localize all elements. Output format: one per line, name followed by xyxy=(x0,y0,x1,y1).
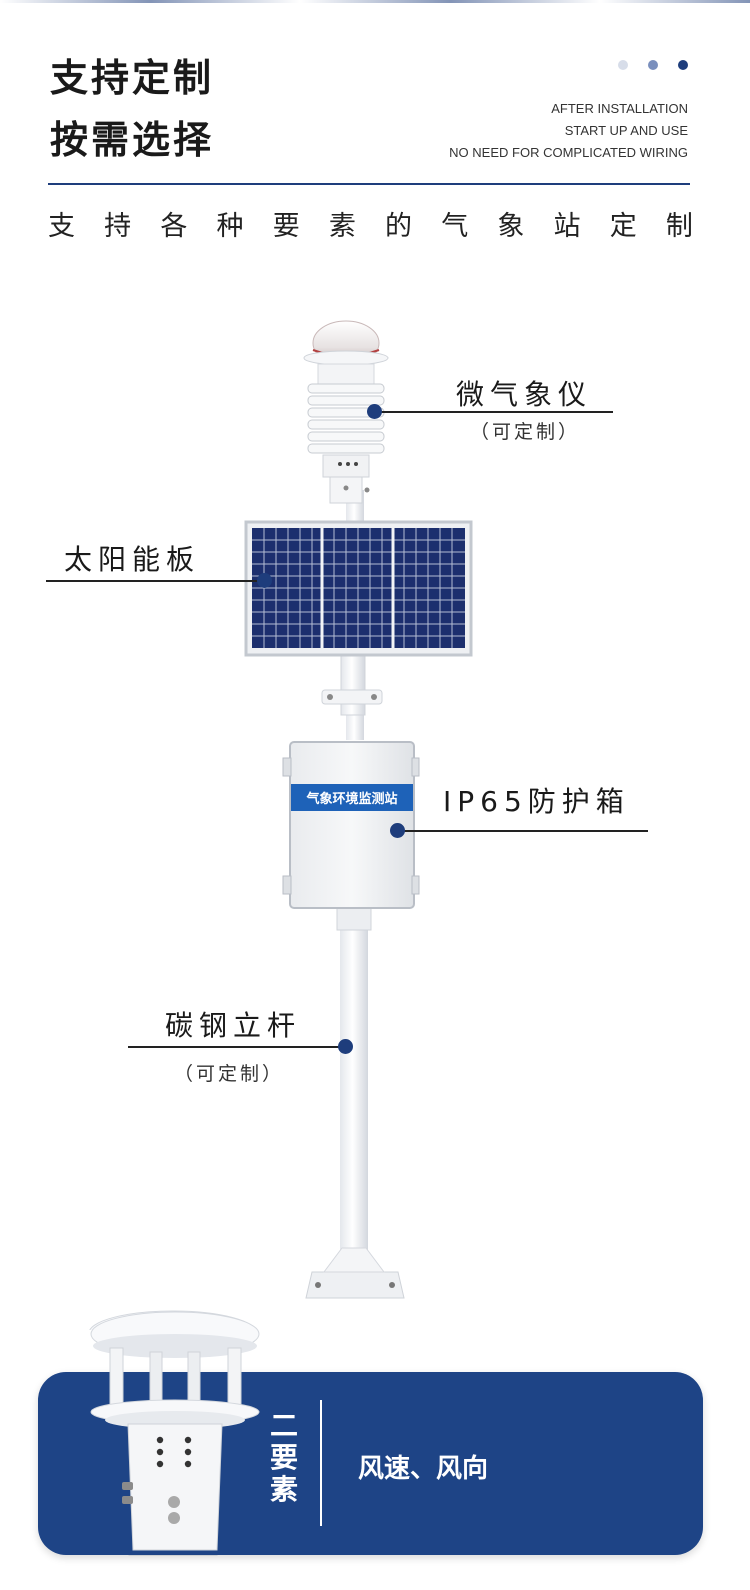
subtitle: 支 持 各 种 要 素 的 气 象 站 定 制 xyxy=(48,204,693,243)
info-line-1: AFTER INSTALLATION xyxy=(551,101,688,116)
callout-micro-weather-marker[interactable] xyxy=(367,404,382,419)
banner-features: 风速、风向 xyxy=(358,1454,489,1484)
banner-divider xyxy=(320,1400,322,1526)
callout-steel-pole-note: （可定制） xyxy=(174,1063,285,1085)
slider-dot-1[interactable] xyxy=(618,60,628,70)
subtitle-char: 各 xyxy=(160,211,188,242)
protection-box-graphic xyxy=(282,741,420,909)
subtitle-char: 制 xyxy=(665,211,693,242)
callout-micro-weather-note: （可定制） xyxy=(470,421,581,443)
slider-dot-2[interactable] xyxy=(648,60,658,70)
box-caption: 气象环境监测站 xyxy=(306,792,398,807)
info-line-2: START UP AND USE xyxy=(564,123,688,138)
banner-title: 二要素 xyxy=(269,1409,298,1506)
subtitle-char: 站 xyxy=(553,211,581,242)
title-line-2: 按需选择 xyxy=(50,118,215,162)
subtitle-char: 要 xyxy=(272,211,300,242)
subtitle-char: 气 xyxy=(441,211,469,242)
slider-dots xyxy=(618,60,688,70)
subtitle-char: 象 xyxy=(497,211,525,242)
slider-dot-3[interactable] xyxy=(678,60,688,70)
subtitle-char: 素 xyxy=(328,211,356,242)
callout-solar-panel-line xyxy=(46,580,268,582)
callout-steel-pole-label: 碳钢立杆 xyxy=(165,1009,302,1042)
top-decor-strip xyxy=(0,0,750,3)
subtitle-char: 支 xyxy=(48,211,75,242)
header-divider xyxy=(48,183,690,185)
subtitle-char: 种 xyxy=(216,211,244,242)
wind-sensor-photo xyxy=(90,1311,260,1551)
subtitle-char: 的 xyxy=(385,211,413,242)
callout-micro-weather-line xyxy=(375,411,613,413)
callout-micro-weather-label: 微气象仪 xyxy=(456,378,593,411)
callout-solar-panel-marker[interactable] xyxy=(257,573,272,588)
title-line-1: 支持定制 xyxy=(50,56,215,100)
subtitle-char: 持 xyxy=(104,211,132,242)
info-line-3: NO NEED FOR COMPLICATED WIRING xyxy=(449,145,688,160)
callout-protection-box-label: IP65防护箱 xyxy=(443,785,630,818)
pole-lower xyxy=(340,900,368,1280)
weather-station-illustration xyxy=(89,320,473,1330)
callout-protection-box-marker[interactable] xyxy=(390,823,405,838)
callout-steel-pole-line xyxy=(128,1046,348,1048)
callout-protection-box-line xyxy=(398,830,648,832)
callout-solar-panel-label: 太阳能板 xyxy=(64,543,201,576)
callout-steel-pole-marker[interactable] xyxy=(338,1039,353,1054)
subtitle-char: 定 xyxy=(609,211,637,242)
solar-panel-graphic xyxy=(244,520,473,657)
